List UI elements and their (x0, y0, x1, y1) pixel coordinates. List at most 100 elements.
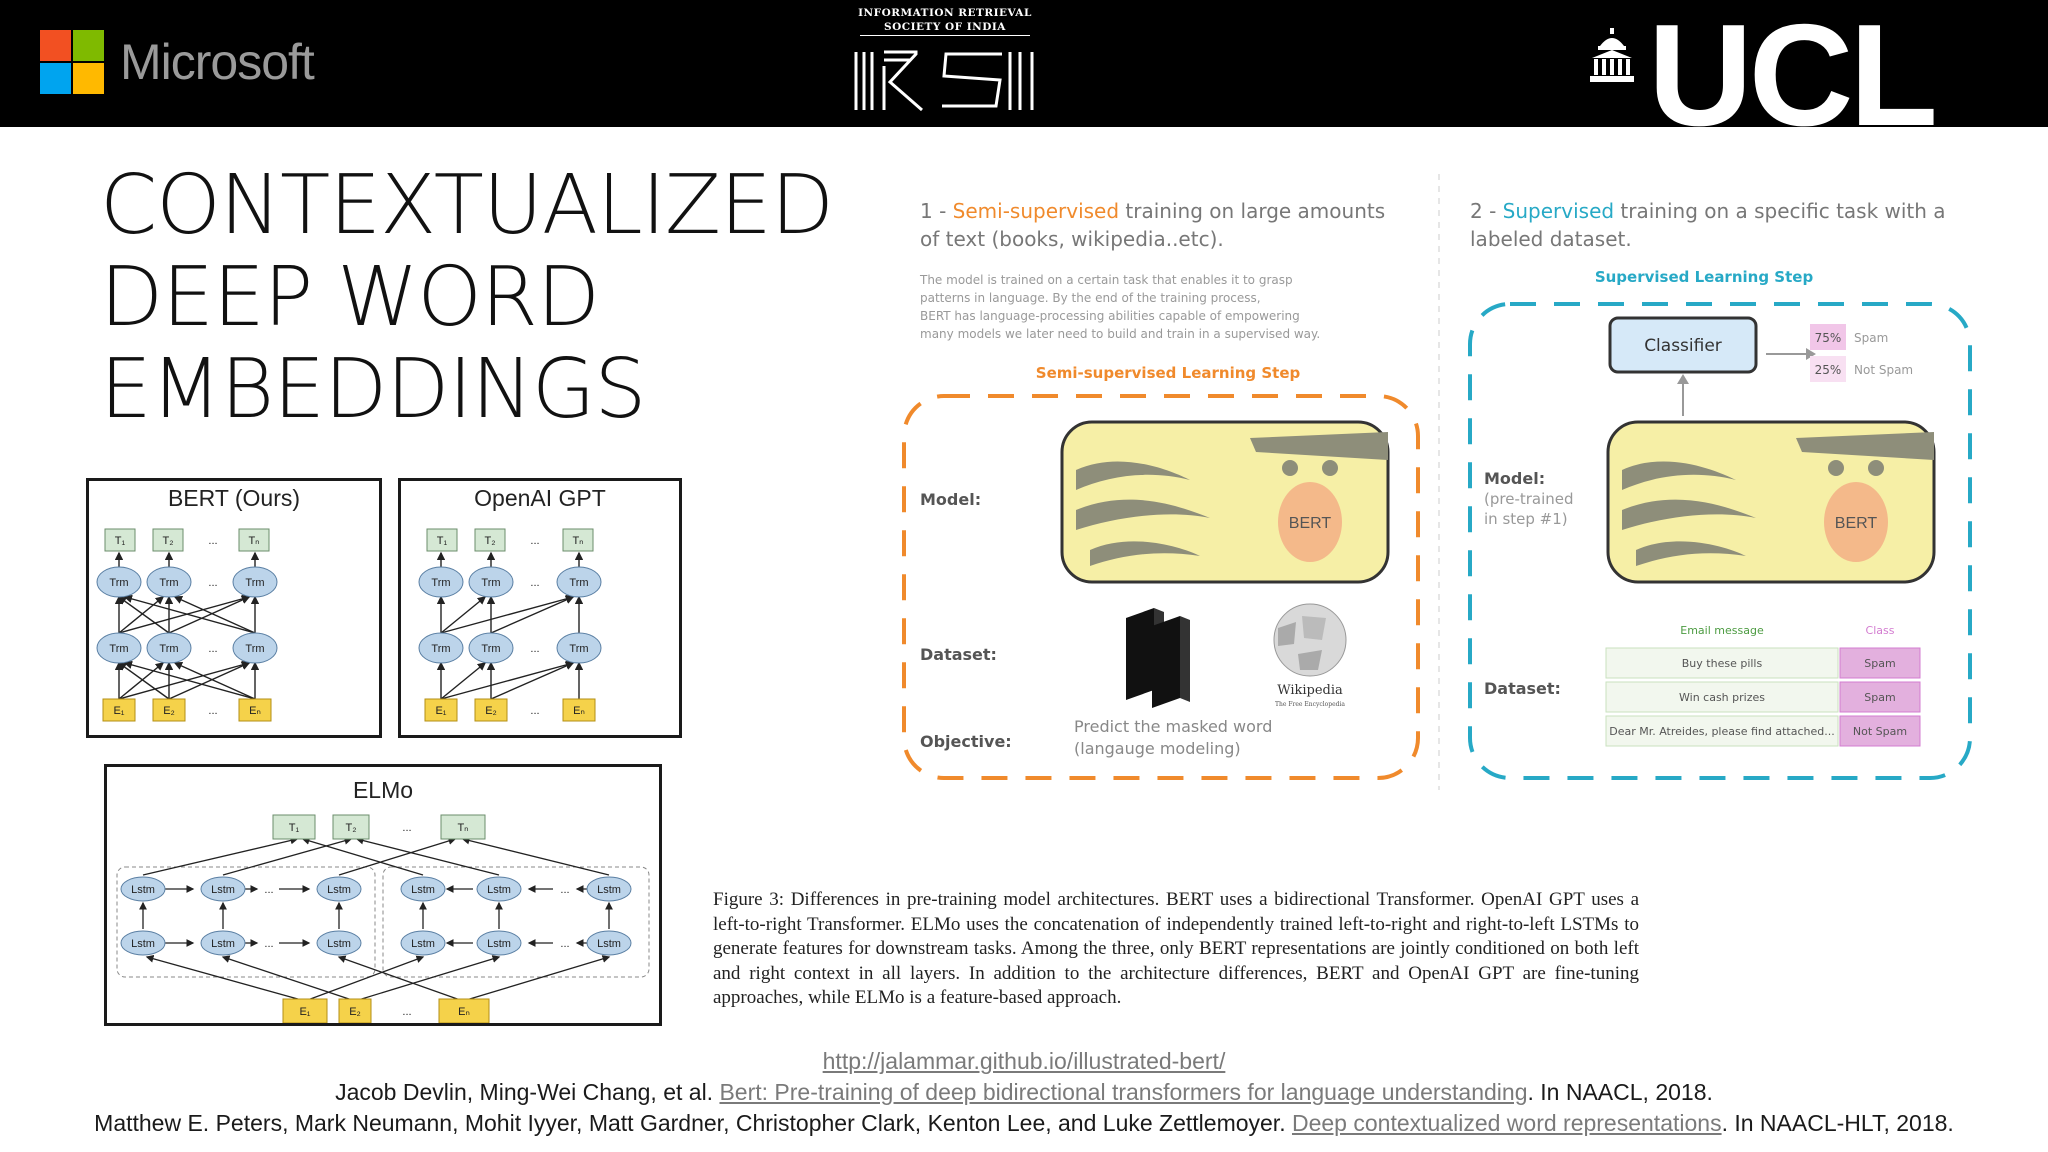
svg-text:E₂: E₂ (163, 705, 175, 717)
svg-text:Trm: Trm (109, 577, 128, 589)
figure-caption: Figure 3: Differences in pre-training mo… (713, 889, 1639, 1009)
svg-text:...: ... (264, 884, 273, 896)
bert-left-label: BERT (1289, 515, 1332, 532)
elmo-diagram: T₁ T₂ ... Tₙ Lstm Lstm ... Lstm Lstm Lst… (116, 814, 650, 1023)
books-icon (1126, 608, 1190, 708)
svg-text:Lstm: Lstm (131, 938, 155, 950)
bert-training-figure: 1 - Semi-supervised training on large am… (890, 170, 2000, 810)
left-desc-4: many models we later need to build and t… (920, 327, 1320, 341)
irsi-glyph-icon (854, 50, 1034, 112)
notspam-percent: 25% (1815, 363, 1842, 377)
svg-text:Lstm: Lstm (211, 938, 235, 950)
svg-text:T₁: T₁ (437, 535, 448, 547)
bert-training-diagram: 1 - Semi-supervised training on large am… (902, 174, 1972, 790)
svg-text:Lstm: Lstm (597, 884, 621, 896)
microsoft-grid-icon (40, 30, 104, 94)
svg-text:Lstm: Lstm (487, 884, 511, 896)
title-line-2: DEEP WORD (100, 250, 600, 345)
svg-text:...: ... (530, 643, 539, 655)
table-header-msg: Email message (1680, 624, 1764, 637)
left-heading-rest1: training on large amounts (1119, 199, 1385, 223)
elmo-architecture-panel: ELMo T₁ T₂ ... (104, 764, 662, 1026)
svg-text:T₁: T₁ (115, 535, 126, 547)
right-dataset-label: Dataset: (1484, 679, 1561, 698)
svg-text:T₂: T₂ (485, 535, 496, 547)
svg-text:...: ... (530, 577, 539, 589)
svg-text:Eₙ: Eₙ (573, 705, 585, 717)
irsi-line2: SOCIETY OF INDIA (884, 21, 1006, 33)
ucl-logo: UCL (1590, 18, 1934, 127)
illustrated-bert-link[interactable]: http://jalammar.github.io/illustrated-be… (822, 1048, 1226, 1074)
reference-1: Jacob Devlin, Ming-Wei Chang, et al. Ber… (0, 1077, 2048, 1108)
svg-text:Tₙ: Tₙ (248, 535, 259, 547)
bert-diagram: T₁ T₂ ... Tₙ Trm Trm ... Trm Trm Trm ...… (96, 528, 278, 722)
bert-panel-title: BERT (Ours) (167, 485, 301, 511)
svg-text:...: ... (530, 705, 539, 717)
svg-text:Trm: Trm (481, 643, 500, 655)
references: http://jalammar.github.io/illustrated-be… (0, 1046, 2048, 1139)
svg-text:...: ... (208, 577, 217, 589)
wikipedia-label: Wikipedia (1277, 683, 1343, 698)
title-line-3: EMBEDDINGS (100, 342, 646, 437)
gpt-architecture-panel: OpenAI GPT T₁ T₂ ... Tₙ Trm Trm ... Trm … (398, 478, 682, 738)
left-heading-rest2: of text (books, wikipedia..etc). (920, 227, 1224, 251)
table-row-3-msg: Dear Mr. Atreides, please find attached.… (1609, 725, 1835, 738)
svg-text:Trm: Trm (159, 577, 178, 589)
table-row-1-class: Spam (1864, 657, 1895, 670)
svg-text:Tₙ: Tₙ (572, 535, 583, 547)
right-heading-rest2: labeled dataset. (1470, 227, 1632, 251)
svg-text:E₁: E₁ (113, 705, 124, 717)
right-model-sub-2: in step #1) (1484, 510, 1568, 528)
reference-1-authors: Jacob Devlin, Ming-Wei Chang, et al. (335, 1079, 720, 1105)
svg-text:Trm: Trm (109, 643, 128, 655)
left-desc-2: patterns in language. By the end of the … (920, 291, 1261, 305)
irsi-logo: INFORMATION RETRIEVAL SOCIETY OF INDIA (850, 6, 1040, 122)
svg-text:Eₙ: Eₙ (458, 1006, 470, 1018)
svg-text:T₂: T₂ (346, 822, 357, 834)
svg-text:Lstm: Lstm (411, 938, 435, 950)
gpt-panel-title: OpenAI GPT (474, 485, 606, 511)
right-heading-highlight: Supervised (1503, 199, 1614, 223)
title-line-1: CONTEXTUALIZED (100, 158, 834, 253)
reference-1-title-link[interactable]: Bert: Pre-training of deep bidirectional… (719, 1079, 1528, 1105)
svg-text:Lstm: Lstm (327, 938, 351, 950)
svg-text:E₁: E₁ (299, 1006, 310, 1018)
svg-text:...: ... (402, 1006, 411, 1018)
svg-text:Trm: Trm (569, 577, 588, 589)
classifier-box (1608, 316, 1758, 374)
bert-model-right-icon: BERT (1606, 420, 1936, 584)
elmo-panel-title: ELMo (352, 777, 414, 803)
header-bar: Microsoft INFORMATION RETRIEVAL SOCIETY … (0, 0, 2048, 127)
gpt-diagram: T₁ T₂ ... Tₙ Trm Trm ... Trm Trm Trm ...… (418, 528, 602, 722)
reference-2: Matthew E. Peters, Mark Neumann, Mohit I… (0, 1108, 2048, 1139)
svg-text:Trm: Trm (481, 577, 500, 589)
svg-text:...: ... (208, 535, 217, 547)
svg-text:Lstm: Lstm (597, 938, 621, 950)
svg-text:...: ... (208, 705, 217, 717)
bert-model-left-icon: BERT (1060, 420, 1390, 584)
svg-text:Trm: Trm (245, 577, 264, 589)
svg-text:...: ... (560, 938, 569, 950)
table-row-3-class: Not Spam (1853, 725, 1907, 738)
bert-right-label: BERT (1835, 515, 1878, 532)
irsi-line1: INFORMATION RETRIEVAL (858, 7, 1032, 19)
svg-text:Trm: Trm (569, 643, 588, 655)
spam-percent: 75% (1815, 331, 1842, 345)
classifier-label: Classifier (1644, 336, 1722, 356)
reference-1-venue: . In NAACL, 2018. (1527, 1079, 1713, 1105)
reference-2-authors: Matthew E. Peters, Mark Neumann, Mohit I… (94, 1110, 1292, 1136)
svg-text:...: ... (530, 535, 539, 547)
svg-text:...: ... (264, 938, 273, 950)
microsoft-logo: Microsoft (40, 30, 315, 94)
svg-text:Trm: Trm (159, 643, 178, 655)
svg-text:...: ... (560, 884, 569, 896)
microsoft-wordmark: Microsoft (120, 34, 315, 90)
bert-architecture-panel: BERT (Ours) T₁ T₂ ... Tₙ Trm Trm ... (86, 478, 382, 738)
svg-text:Trm: Trm (245, 643, 264, 655)
right-model-sub-1: (pre-trained (1484, 490, 1574, 508)
right-model-label: Model: (1484, 469, 1545, 488)
reference-2-title-link[interactable]: Deep contextualized word representations (1291, 1110, 1722, 1136)
svg-text:Lstm: Lstm (327, 884, 351, 896)
objective-line-1: Predict the masked word (1074, 717, 1272, 736)
svg-text:E₂: E₂ (485, 705, 497, 717)
